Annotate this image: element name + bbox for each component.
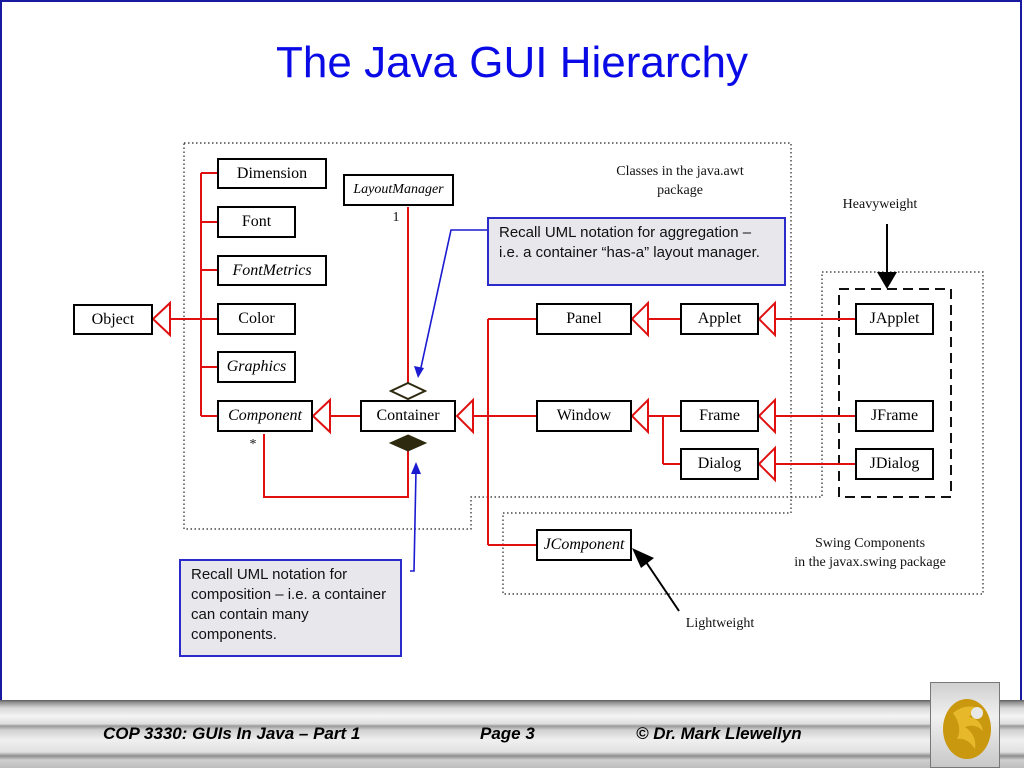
class-fontmetrics: FontMetrics	[217, 255, 327, 286]
heavyweight-label: Heavyweight	[842, 197, 918, 212]
inheritance-arrow-panel	[630, 300, 649, 338]
inheritance-arrow-object	[151, 300, 171, 338]
class-jframe: JFrame	[855, 400, 934, 432]
multiplicity-many: *	[249, 437, 257, 452]
class-panel: Panel	[536, 303, 632, 335]
slide-title: The Java GUI Hierarchy	[276, 38, 748, 87]
aggregation-note: Recall UML notation for aggregation – i.…	[487, 217, 786, 286]
aggregation-note-pointer	[419, 229, 487, 373]
inheritance-arrow-component	[311, 397, 331, 435]
footer-course: COP 3330: GUIs In Java – Part 1	[103, 724, 361, 743]
swing-package-label: Swing Components in the javax.swing pack…	[770, 534, 970, 572]
composition-note-pointer	[410, 469, 417, 572]
composition-diamond	[388, 434, 428, 452]
awt-package-boundary	[183, 142, 792, 530]
class-color: Color	[217, 303, 296, 335]
class-window: Window	[536, 400, 632, 432]
slide-frame	[0, 0, 1022, 700]
inheritance-arrow-dialog	[757, 445, 776, 483]
composition-note: Recall UML notation for composition – i.…	[179, 559, 402, 657]
inheritance-arrow-window	[630, 397, 649, 435]
heavyweight-arrow	[877, 272, 897, 289]
footer-page: Page 3	[480, 724, 535, 743]
awt-package-label-line1: Classes in the java.awt	[616, 164, 744, 179]
heavyweight-group-boundary	[838, 288, 952, 498]
swing-package-label-line2: in the javax.swing package	[794, 555, 946, 570]
ucf-pegasus-logo-icon	[930, 682, 1000, 768]
class-applet: Applet	[680, 303, 759, 335]
class-container: Container	[360, 400, 456, 432]
lightweight-arrow	[632, 548, 654, 568]
class-dimension: Dimension	[217, 158, 327, 189]
class-graphics: Graphics	[217, 351, 296, 383]
swing-package-label-line1: Swing Components	[814, 536, 926, 551]
class-layoutmanager: LayoutManager	[343, 174, 454, 206]
inheritance-arrow-frame	[757, 397, 776, 435]
awt-package-label: Classes in the java.awt package	[590, 162, 770, 200]
swing-package-boundary-top	[502, 271, 984, 595]
class-object: Object	[73, 304, 153, 335]
awt-package-label-line2: package	[657, 183, 703, 198]
lightweight-label: Lightweight	[685, 616, 755, 631]
class-component: Component	[217, 400, 313, 432]
class-jdialog: JDialog	[855, 448, 934, 480]
inheritance-arrow-container	[455, 397, 474, 435]
class-jcomponent: JComponent	[536, 529, 632, 561]
pegasus-icon	[943, 699, 991, 759]
class-frame: Frame	[680, 400, 759, 432]
class-dialog: Dialog	[680, 448, 759, 480]
class-font: Font	[217, 206, 296, 238]
multiplicity-one: 1	[392, 210, 400, 225]
slide-footer: COP 3330: GUIs In Java – Part 1 Page 3 ©…	[0, 700, 1024, 768]
footer-author: © Dr. Mark Llewellyn	[636, 724, 802, 743]
aggregation-diamond	[388, 381, 428, 401]
inheritance-lines-awt	[170, 172, 217, 417]
uml-diagram-lines	[151, 142, 984, 612]
inheritance-arrow-applet	[757, 300, 776, 338]
class-japplet: JApplet	[855, 303, 934, 335]
